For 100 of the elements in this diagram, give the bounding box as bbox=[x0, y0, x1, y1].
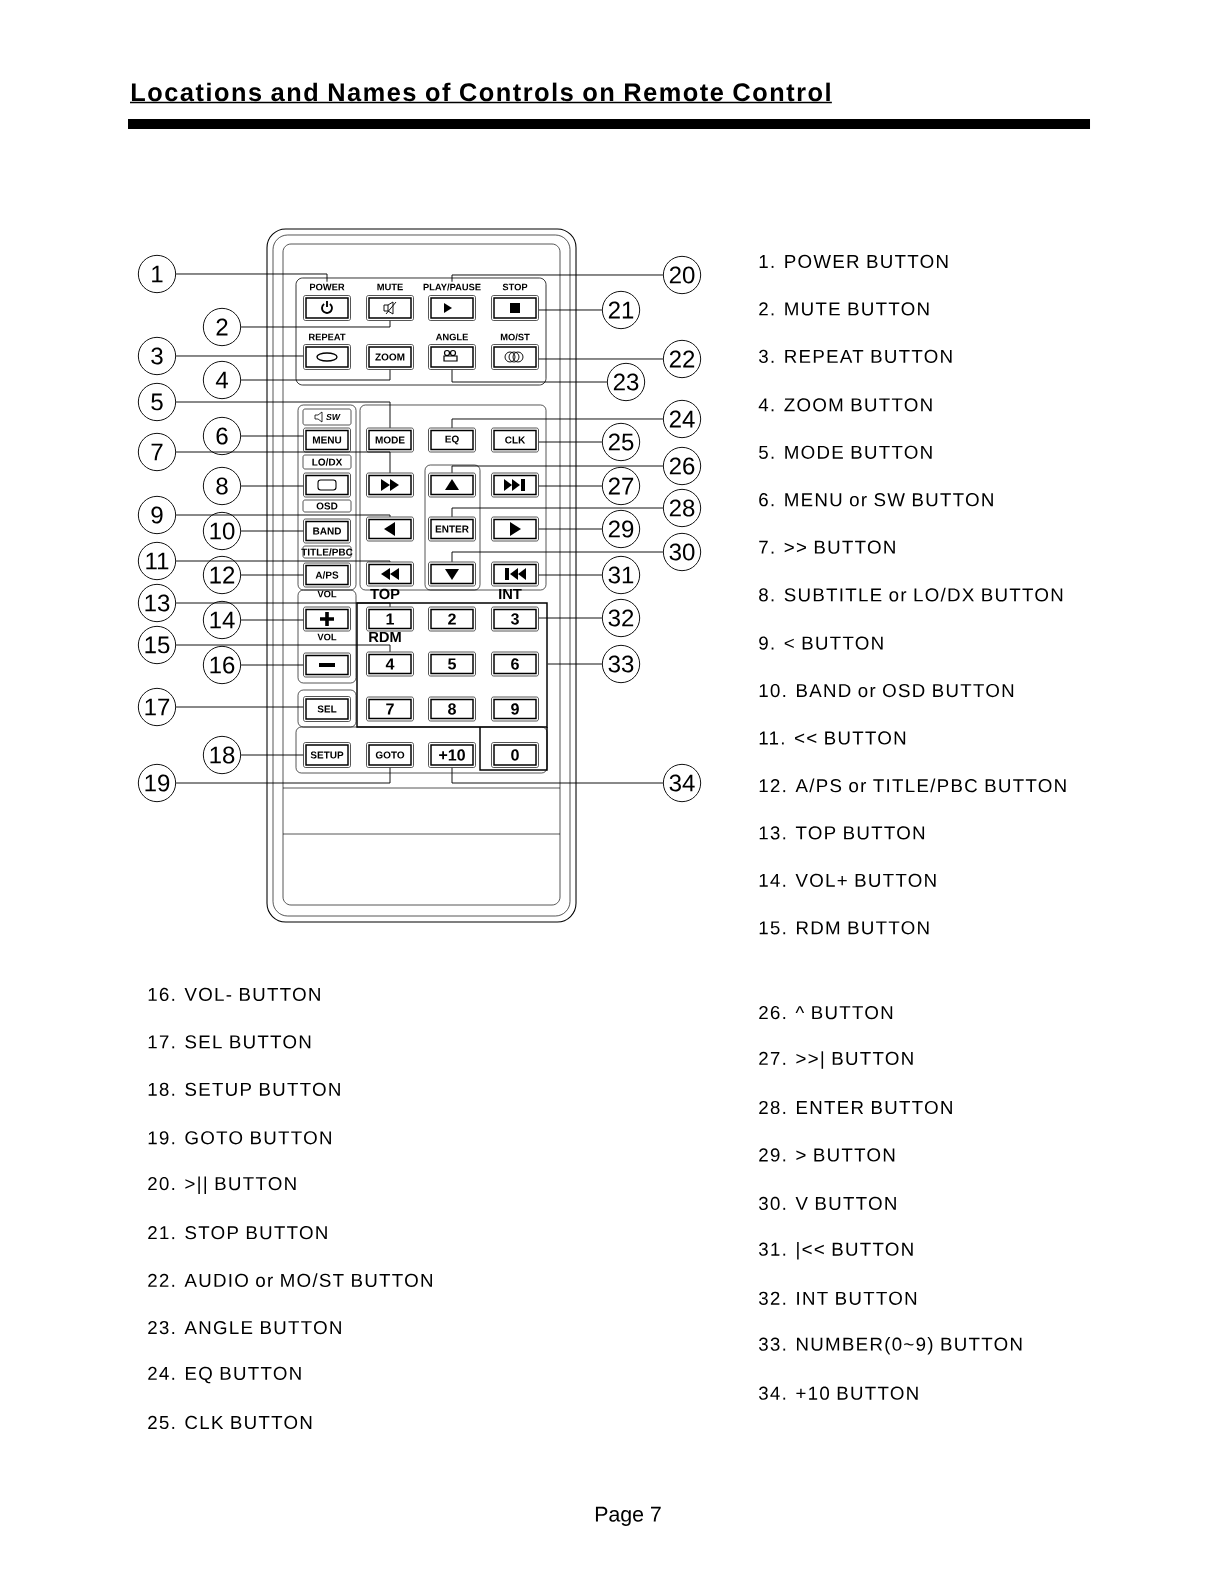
leader-line bbox=[451, 274, 664, 283]
button-name: 6. MENU or SW BUTTON bbox=[759, 493, 993, 507]
remote-button: BAND bbox=[303, 518, 351, 544]
button-name: 7. >> BUTTON bbox=[759, 540, 895, 554]
callout-number: 14 bbox=[202, 600, 242, 640]
leader-line bbox=[175, 401, 391, 429]
button-name: 16. VOL- BUTTON bbox=[148, 987, 320, 1002]
leader-line bbox=[538, 528, 603, 530]
node-label: MO/ST bbox=[500, 333, 530, 341]
button-name: 25. CLK BUTTON bbox=[148, 1415, 312, 1430]
leader-line bbox=[240, 485, 304, 487]
leader-line bbox=[538, 309, 603, 311]
remote-button: 0 bbox=[491, 742, 539, 768]
callout-number: 7 bbox=[137, 432, 177, 472]
callout-number: 19 bbox=[137, 763, 177, 803]
button-name: 21. STOP BUTTON bbox=[148, 1226, 327, 1240]
node-label: REPEAT bbox=[309, 333, 346, 341]
leader-line bbox=[451, 507, 664, 518]
leader-line bbox=[240, 435, 304, 437]
leader-line bbox=[451, 418, 664, 429]
remote-button: MO/ST bbox=[491, 333, 539, 370]
leader-line bbox=[175, 767, 391, 784]
callout-number: 12 bbox=[202, 555, 242, 595]
button-name: 27. >>| BUTTON bbox=[759, 1051, 913, 1069]
callout-number: 27 bbox=[601, 466, 641, 506]
remote-button: ZOOM bbox=[366, 344, 414, 370]
node-label: VOL bbox=[317, 590, 337, 598]
node-label: STOP bbox=[502, 283, 528, 291]
callout-number: 21 bbox=[601, 290, 641, 330]
button-name: 34. +10 BUTTON bbox=[759, 1386, 918, 1400]
callout-number: 34 bbox=[662, 763, 702, 803]
remote-button: SETUP bbox=[303, 742, 351, 768]
remote-button bbox=[491, 472, 539, 498]
remote-button bbox=[491, 516, 539, 542]
button-name: 11. << BUTTON bbox=[759, 731, 906, 745]
remote-button: STOP bbox=[491, 283, 539, 321]
callout-number: 4 bbox=[202, 360, 242, 400]
button-name: 5. MODE BUTTON bbox=[759, 445, 932, 459]
leader-line bbox=[538, 485, 603, 487]
leader-line bbox=[175, 560, 391, 563]
callout-number: 2 bbox=[202, 307, 242, 347]
callout-number: 13 bbox=[137, 583, 177, 623]
callout-number: 11 bbox=[137, 541, 177, 581]
button-name: 28. ENTER BUTTON bbox=[759, 1100, 952, 1115]
leader-line bbox=[175, 644, 391, 653]
callout-number: 3 bbox=[137, 336, 177, 376]
remote-button bbox=[366, 561, 414, 587]
callout-number: 33 bbox=[601, 644, 641, 684]
leader-line bbox=[175, 355, 304, 357]
remote-button bbox=[428, 472, 476, 498]
callout-number: 8 bbox=[202, 466, 242, 506]
leader-line bbox=[538, 358, 664, 360]
label-box: TITLE/PBC bbox=[301, 545, 353, 559]
remote-button: POWER bbox=[303, 283, 351, 321]
button-name: 32. INT BUTTON bbox=[759, 1291, 917, 1305]
remote-button: CLK bbox=[491, 427, 539, 453]
remote-button bbox=[491, 561, 539, 587]
callout-number: 15 bbox=[137, 625, 177, 665]
callout-number: 28 bbox=[662, 488, 702, 528]
leader-line bbox=[240, 369, 391, 381]
node-label: PLAY/PAUSE bbox=[423, 283, 481, 291]
remote-button bbox=[428, 561, 476, 587]
button-name: 9. < BUTTON bbox=[759, 636, 883, 650]
callout-number: 26 bbox=[662, 446, 702, 486]
page-number: Page 7 bbox=[595, 1506, 661, 1526]
remote-button: MODE bbox=[366, 427, 414, 453]
button-name: 31. |<< BUTTON bbox=[759, 1242, 913, 1260]
callout-number: 20 bbox=[662, 255, 702, 295]
callout-number: 31 bbox=[601, 555, 641, 595]
remote-button: REPEAT bbox=[303, 333, 351, 370]
leader-line bbox=[538, 441, 603, 443]
callout-number: 17 bbox=[137, 687, 177, 727]
button-name: 15. RDM BUTTON bbox=[759, 921, 929, 935]
button-name: 29. > BUTTON bbox=[759, 1148, 895, 1162]
leader-line bbox=[538, 617, 603, 619]
button-name: 33. NUMBER(0~9) BUTTON bbox=[759, 1337, 1022, 1355]
node-label: VOL bbox=[317, 633, 337, 641]
button-name: 17. SEL BUTTON bbox=[148, 1035, 311, 1049]
remote-button bbox=[366, 472, 414, 498]
leader-line bbox=[451, 767, 664, 784]
button-name: 24. EQ BUTTON bbox=[148, 1366, 301, 1384]
button-name: 2. MUTE BUTTON bbox=[759, 302, 929, 316]
leader-line bbox=[240, 530, 304, 532]
button-name: 1. POWER BUTTON bbox=[759, 254, 948, 269]
button-name: 13. TOP BUTTON bbox=[759, 826, 925, 840]
label-box: LO/DX bbox=[302, 454, 352, 470]
button-name: 12. A/PS or TITLE/PBC BUTTON bbox=[759, 778, 1066, 793]
leader-line bbox=[240, 754, 304, 756]
remote-button: VOL bbox=[303, 633, 351, 678]
leader-line bbox=[240, 664, 304, 666]
key-label: TOP bbox=[370, 588, 400, 600]
label-box: SW bbox=[302, 408, 352, 426]
button-name: 14. VOL+ BUTTON bbox=[759, 873, 936, 887]
leader-line bbox=[240, 619, 304, 621]
leader-line bbox=[451, 465, 664, 474]
button-name: 10. BAND or OSD BUTTON bbox=[759, 683, 1014, 698]
remote-button: MENU bbox=[303, 427, 351, 453]
callout-number: 5 bbox=[137, 382, 177, 422]
leader-line bbox=[451, 369, 608, 383]
callout-number: 25 bbox=[601, 422, 641, 462]
